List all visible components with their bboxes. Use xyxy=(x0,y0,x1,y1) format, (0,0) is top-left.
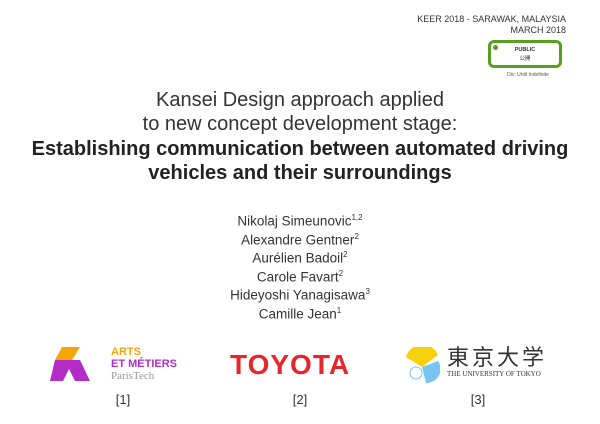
author: Nikolaj Simeunovic1,2 xyxy=(0,213,600,229)
title-line-2: to new concept development stage: xyxy=(142,113,458,135)
logo-text-paristech: ParisTech xyxy=(111,370,155,382)
author: Hideyoshi Yanagisawa3 xyxy=(0,287,600,303)
reference-2: [2] xyxy=(292,392,308,407)
author-name: Hideyoshi Yanagisawa xyxy=(230,287,366,303)
author-affiliation: 2 xyxy=(354,231,359,241)
author-name: Camille Jean xyxy=(258,306,337,321)
reference-1: [1] xyxy=(115,392,131,407)
badge-label-jp: 公開 xyxy=(519,56,531,62)
arts-et-metiers-logo-mark xyxy=(50,347,90,381)
author: Alexandre Gentner2 xyxy=(0,232,600,248)
conference-date: MARCH 2018 xyxy=(510,25,566,35)
title-line-4: vehicles and their surroundings xyxy=(148,162,452,184)
logo-text-arts: ARTS xyxy=(111,346,141,358)
author-affiliation: 3 xyxy=(365,287,370,296)
reference-3: [3] xyxy=(470,392,486,407)
author-name: Aurélien Badoil xyxy=(252,250,344,266)
public-badge: PUBLIC 公開 xyxy=(488,40,562,68)
author-affiliation: 2 xyxy=(343,250,348,259)
author-name: Carole Favart xyxy=(256,269,339,284)
toyota-logo: TOYOTA xyxy=(230,349,351,380)
author-affiliation: 1,2 xyxy=(351,213,363,222)
conference-name: KEER 2018 - SARAWAK, MALAYSIA xyxy=(417,14,566,24)
title-line-3: Establishing communication between autom… xyxy=(31,138,569,160)
author: Aurélien Badoil2 xyxy=(0,250,600,266)
logo-text-en: THE UNIVERSITY OF TOKYO xyxy=(447,370,541,378)
badge-note: Div: Until Indefinite xyxy=(507,72,549,78)
title-line-1: Kansei Design approach applied xyxy=(156,89,444,111)
ginkgo-leaf-icon xyxy=(406,347,440,384)
arts-et-metiers-logo-text: ARTS ET MÉTIERS ParisTech xyxy=(111,346,177,382)
author-name: Alexandre Gentner xyxy=(241,232,355,247)
author-affiliation: 2 xyxy=(338,268,344,278)
conference-info: KEER 2018 - SARAWAK, MALAYSIA MARCH 2018 xyxy=(417,14,566,36)
author: Camille Jean1 xyxy=(0,306,600,322)
logo-text-jp: 東京大学 xyxy=(447,345,548,370)
author-affiliation: 1 xyxy=(336,305,342,315)
badge-dot-icon xyxy=(493,45,498,50)
logo-text-et-metiers: ET MÉTIERS xyxy=(111,358,178,370)
tokyo-logo-text: 東京大学 THE UNIVERSITY OF TOKYO xyxy=(447,345,548,379)
author: Carole Favart2 xyxy=(0,269,600,285)
author-name: Nikolaj Simeunovic xyxy=(237,213,352,229)
badge-label: PUBLIC xyxy=(514,47,536,53)
